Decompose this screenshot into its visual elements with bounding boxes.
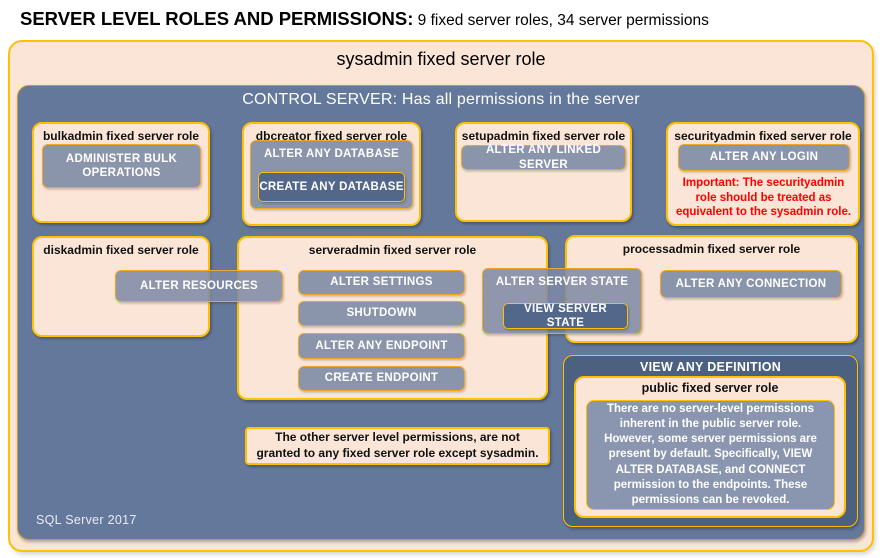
sql-server-version-label: SQL Server 2017 <box>36 513 137 527</box>
permission-alter-server-state-label: ALTER SERVER STATE <box>495 276 629 288</box>
bulkadmin-role-title: bulkadmin fixed server role <box>42 129 200 143</box>
setupadmin-role-title: setupadmin fixed server role <box>461 129 626 143</box>
control-server-title: CONTROL SERVER: Has all permissions in t… <box>242 91 640 108</box>
permission-view-server-state: VIEW SERVER STATE <box>503 303 628 329</box>
permission-administer-bulk-operations: ADMINISTER BULK OPERATIONS <box>42 144 201 188</box>
permission-shutdown: SHUTDOWN <box>298 301 465 326</box>
permission-alter-any-endpoint: ALTER ANY ENDPOINT <box>298 333 465 359</box>
public-role-box: public fixed server role There are no se… <box>574 376 846 518</box>
serveradmin-role-title: serveradmin fixed server role <box>308 243 477 257</box>
dbcreator-role-title: dbcreator fixed server role <box>255 129 408 143</box>
permission-alter-any-linked-server: ALTER ANY LINKED SERVER <box>461 144 626 171</box>
page-title-sub: 9 fixed server roles, 34 server permissi… <box>413 12 709 29</box>
permission-create-any-database: CREATE ANY DATABASE <box>258 172 405 202</box>
permission-alter-server-state: ALTER SERVER STATE VIEW SERVER STATE <box>482 268 642 334</box>
processadmin-role-title: processadmin fixed server role <box>622 242 801 256</box>
other-permissions-note: The other server level permissions, are … <box>245 427 550 465</box>
view-any-definition-title: VIEW ANY DEFINITION <box>639 360 782 374</box>
securityadmin-role-box: securityadmin fixed server role <box>666 122 860 226</box>
sysadmin-role-title: sysadmin fixed server role <box>336 49 546 69</box>
permission-alter-any-login: ALTER ANY LOGIN <box>678 144 850 171</box>
page-title-main: SERVER LEVEL ROLES AND PERMISSIONS: <box>20 8 414 29</box>
permission-alter-resources: ALTER RESOURCES <box>115 270 283 302</box>
page-title: SERVER LEVEL ROLES AND PERMISSIONS: 9 fi… <box>20 8 709 30</box>
view-any-definition-box: VIEW ANY DEFINITION public fixed server … <box>563 355 858 527</box>
permission-create-endpoint: CREATE ENDPOINT <box>298 366 465 391</box>
public-role-note: There are no server-level permissions in… <box>586 400 835 510</box>
permission-alter-settings: ALTER SETTINGS <box>298 270 465 295</box>
securityadmin-role-title: securityadmin fixed server role <box>674 129 852 143</box>
securityadmin-warning-text: Important: The securityadmin role should… <box>675 177 852 219</box>
permission-alter-any-database-label: ALTER ANY DATABASE <box>263 148 400 160</box>
public-role-title: public fixed server role <box>641 381 779 395</box>
diskadmin-role-title: diskadmin fixed server role <box>43 243 199 257</box>
permission-alter-any-connection: ALTER ANY CONNECTION <box>660 270 842 298</box>
setupadmin-role-box: setupadmin fixed server role <box>455 122 632 222</box>
permission-alter-any-database: ALTER ANY DATABASE CREATE ANY DATABASE <box>250 140 413 209</box>
